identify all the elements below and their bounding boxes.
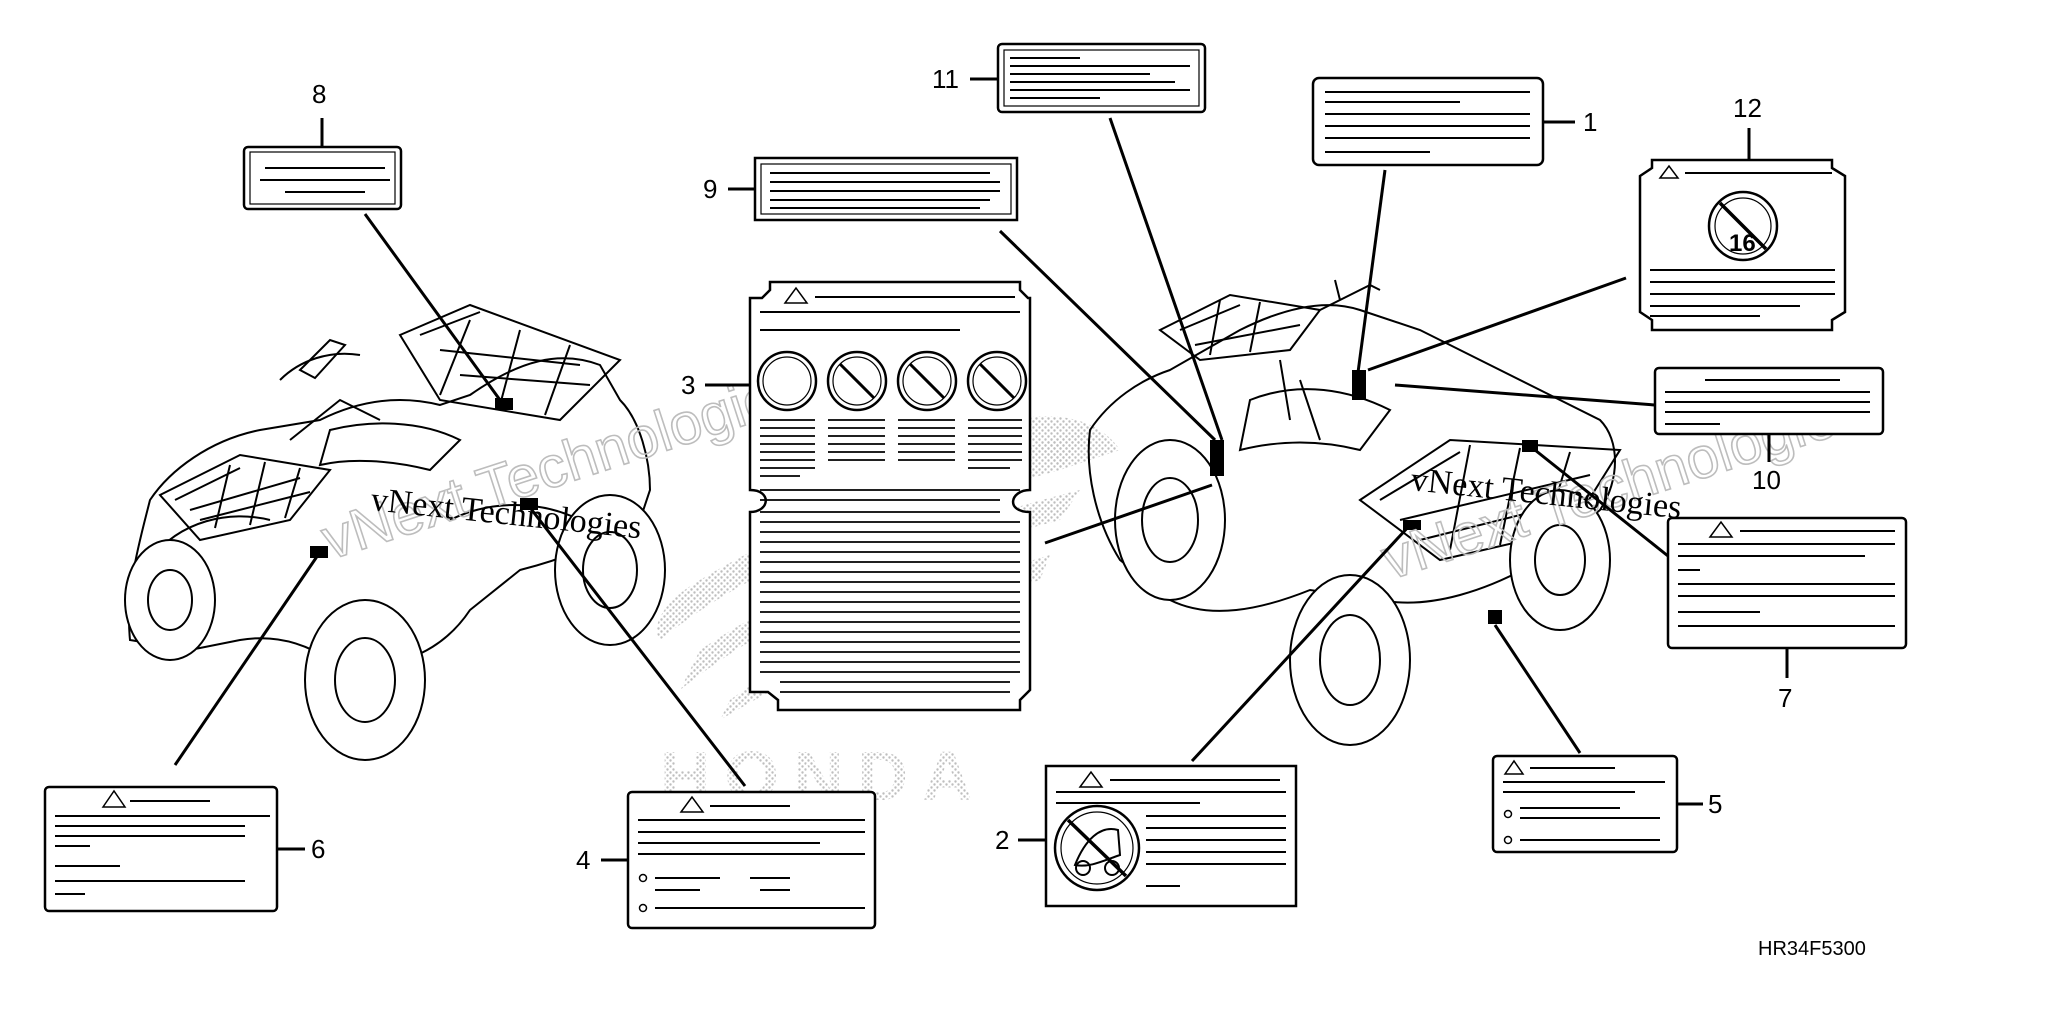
callout-8: 8 xyxy=(312,79,326,109)
callout-1: 1 xyxy=(1583,107,1597,137)
atv-right-drawing xyxy=(1087,279,1622,746)
label-3: 3 xyxy=(681,280,1032,712)
label-6: 6 xyxy=(43,785,325,913)
label-11: 11 xyxy=(932,42,1207,114)
label-1: 1 xyxy=(1311,76,1597,167)
callout-12: 12 xyxy=(1733,93,1762,123)
label-8: 8 xyxy=(242,79,403,211)
callout-11: 11 xyxy=(932,64,959,94)
callout-4: 4 xyxy=(576,845,590,875)
label-10: 10 xyxy=(1653,366,1885,495)
callout-9: 9 xyxy=(703,174,717,204)
label-5: 5 xyxy=(1491,754,1722,854)
diagram-code: HR34F5300 xyxy=(1758,938,1866,960)
callout-2: 2 xyxy=(995,825,1009,855)
callout-6: 6 xyxy=(311,834,325,864)
callout-3: 3 xyxy=(681,370,695,400)
label-12: 16 12 xyxy=(1638,93,1847,332)
atv-left-drawing xyxy=(124,303,666,761)
callout-5: 5 xyxy=(1708,789,1722,819)
label-9: 9 xyxy=(703,156,1019,222)
label-2: 2 xyxy=(995,764,1298,908)
callout-10: 10 xyxy=(1752,465,1781,495)
label-4: 4 xyxy=(576,790,877,930)
label-7: 7 xyxy=(1666,516,1908,713)
callout-7: 7 xyxy=(1778,683,1792,713)
leader-lines xyxy=(173,117,1669,787)
